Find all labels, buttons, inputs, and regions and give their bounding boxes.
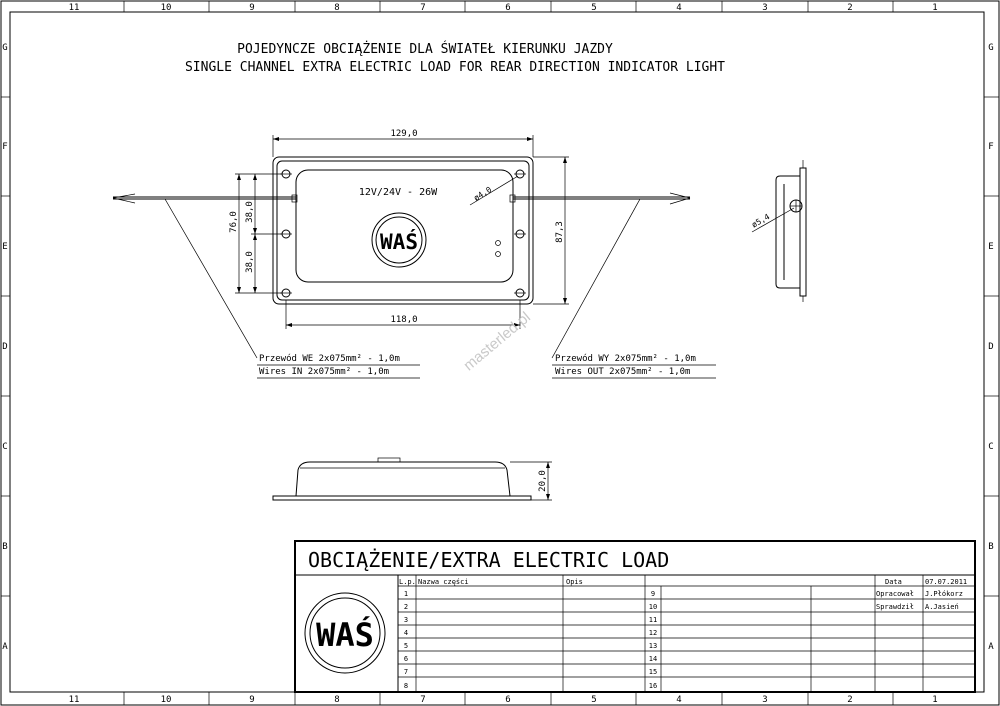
col-label-5-bottom: 5 — [591, 695, 596, 705]
col-label-4: 4 — [676, 3, 681, 13]
col-label-8: 8 — [334, 3, 339, 13]
row-number: 6 — [404, 655, 408, 663]
col-label-7: 7 — [420, 3, 425, 13]
checked-by: A.Jasień — [925, 603, 959, 611]
col-label-11-bottom: 11 — [69, 695, 80, 705]
row-label-a-right: A — [988, 642, 994, 652]
title-block: OBCIĄŻENIE/EXTRA ELECTRIC LOAD WAŚ — [294, 540, 976, 693]
was-logo-title-block: WAŚ — [304, 592, 386, 674]
col-label-9-bottom: 9 — [249, 695, 254, 705]
row-label-d: D — [2, 342, 7, 352]
col-label-4-bottom: 4 — [676, 695, 681, 705]
header-date: Data — [885, 578, 902, 586]
wire-in-polish: Przewód WE 2x075mm² - 1,0m — [259, 353, 400, 364]
col-label-7-bottom: 7 — [420, 695, 425, 705]
row-label-e: E — [2, 242, 7, 252]
dim-bottom-height: 20,0 — [538, 470, 548, 492]
bottom-view: 20,0 — [272, 457, 552, 501]
header-lp: L.p. — [399, 578, 416, 586]
row-label-c-right: C — [988, 442, 993, 452]
header-description: Opis — [566, 578, 583, 586]
col-label-10-bottom: 10 — [161, 695, 172, 705]
title-block-name: OBCIĄŻENIE/EXTRA ELECTRIC LOAD — [308, 548, 669, 572]
col-label-8-bottom: 8 — [334, 695, 339, 705]
row-label-a: A — [2, 642, 8, 652]
header-part-name: Nazwa części — [418, 578, 469, 586]
col-label-5: 5 — [591, 3, 596, 13]
checked-label: Sprawdził — [876, 603, 914, 611]
row-label-e-right: E — [988, 242, 993, 252]
side-view: ø5,4 — [750, 160, 807, 302]
title-english: SINGLE CHANNEL EXTRA ELECTRIC LOAD FOR R… — [185, 60, 725, 75]
col-label-2-bottom: 2 — [847, 695, 852, 705]
prepared-by: J.Płókorz — [925, 590, 963, 598]
col-label-6-bottom: 6 — [505, 695, 510, 705]
row-number: 9 — [651, 590, 655, 598]
row-number: 5 — [404, 642, 408, 650]
wire-out-polish: Przewód WY 2x075mm² - 1,0m — [555, 353, 696, 364]
row-label-f-right: F — [988, 142, 993, 152]
col-label-9: 9 — [249, 3, 254, 13]
row-label-d-right: D — [988, 342, 993, 352]
row-number: 10 — [649, 603, 657, 611]
row-number: 3 — [404, 616, 408, 624]
was-logo-emblem: WAŚ — [371, 212, 427, 268]
column-ticks — [123, 1, 894, 705]
row-number: 8 — [404, 682, 408, 690]
row-label-g-right: G — [988, 43, 993, 53]
dim-height-total: 76,0 — [229, 211, 239, 233]
row-number: 7 — [404, 668, 408, 676]
lens-panel — [295, 169, 514, 283]
row-label-b-right: B — [988, 542, 993, 552]
row-label-f: F — [2, 142, 7, 152]
col-label-2: 2 — [847, 3, 852, 13]
row-number: 1 — [404, 590, 408, 598]
prepared-label: Opracował — [876, 590, 914, 598]
dim-hole-dia: ø4,0 — [472, 185, 493, 203]
row-number: 2 — [404, 603, 408, 611]
row-ticks — [1, 96, 999, 597]
wire-out-english: Wires OUT 2x075mm² - 1,0m — [555, 367, 690, 377]
housing-outer — [272, 156, 534, 305]
col-label-3: 3 — [762, 3, 767, 13]
row-number: 13 — [649, 642, 657, 650]
dim-height-lower: 38,0 — [245, 251, 255, 273]
watermark: masterled.pl — [460, 309, 534, 375]
svg-text:WAŚ: WAŚ — [316, 615, 374, 654]
front-view: 129,0 118,0 76,0 38,0 38,0 87,3 ø4,0 12V… — [112, 129, 691, 359]
dim-width-outer: 129,0 — [390, 129, 417, 139]
rating-label: 12V/24V - 26W — [359, 187, 438, 198]
col-label-3-bottom: 3 — [762, 695, 767, 705]
row-label-b: B — [2, 542, 7, 552]
dim-height-outer: 87,3 — [555, 221, 565, 243]
row-number: 15 — [649, 668, 657, 676]
date-value: 07.07.2011 — [925, 578, 967, 586]
row-number: 16 — [649, 682, 657, 690]
dim-width-holes: 118,0 — [390, 315, 417, 325]
col-label-1-bottom: 1 — [932, 695, 937, 705]
row-number: 11 — [649, 616, 657, 624]
col-label-10: 10 — [161, 3, 172, 13]
row-number: 12 — [649, 629, 657, 637]
row-label-g: G — [2, 43, 7, 53]
wire-in-english: Wires IN 2x075mm² - 1,0m — [259, 367, 389, 377]
row-number: 14 — [649, 655, 657, 663]
svg-text:WAŚ: WAŚ — [380, 229, 418, 254]
col-label-11: 11 — [69, 3, 80, 13]
col-label-6: 6 — [505, 3, 510, 13]
row-number: 4 — [404, 629, 408, 637]
col-label-1: 1 — [932, 3, 937, 13]
dim-height-upper: 38,0 — [245, 201, 255, 223]
title-polish: POJEDYNCZE OBCIĄŻENIE DLA ŚWIATEŁ KIERUN… — [237, 41, 613, 57]
row-label-c: C — [2, 442, 7, 452]
